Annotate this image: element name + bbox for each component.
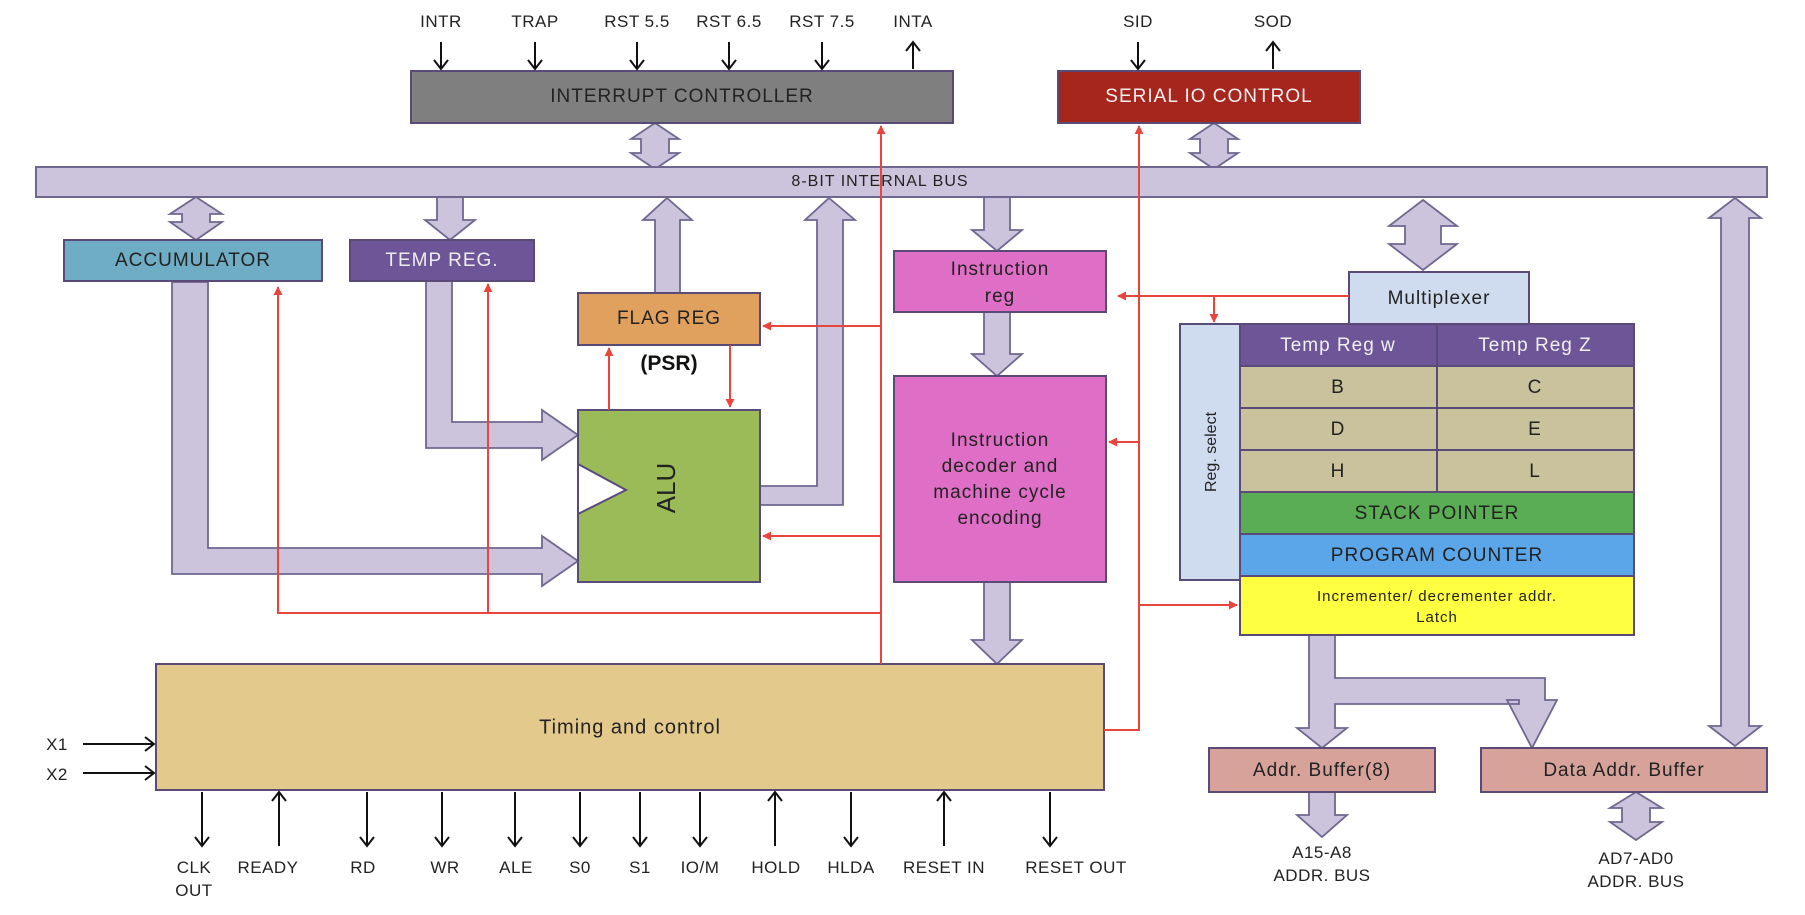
signal-rst55: RST 5.5 bbox=[604, 12, 670, 31]
timing-control-label: Timing and control bbox=[539, 716, 721, 738]
decoder-label-2: decoder and bbox=[942, 456, 1059, 477]
addr-bus-hi-label-2: ADDR. BUS bbox=[1273, 866, 1370, 885]
alu-label: ALU bbox=[651, 463, 681, 514]
reg-select bbox=[1179, 323, 1241, 581]
signal-clk-out-2: OUT bbox=[175, 881, 212, 900]
bus-arrow-multiplexer bbox=[1386, 198, 1460, 272]
temp-reg-z bbox=[1436, 323, 1635, 367]
bus-arrow-addr-lo bbox=[1606, 790, 1666, 842]
reg-d bbox=[1239, 407, 1438, 451]
serial-io-control-label: SERIAL IO CONTROL bbox=[1105, 86, 1312, 107]
signal-clk-out-1: CLK bbox=[177, 858, 212, 877]
bus-arrow-temp-reg-alu bbox=[425, 277, 580, 462]
instruction-decoder bbox=[893, 375, 1107, 583]
decoder-label-1: Instruction bbox=[951, 430, 1050, 451]
instruction-reg bbox=[893, 250, 1107, 313]
flag-reg bbox=[577, 292, 761, 346]
reg-d-label: D bbox=[1331, 419, 1346, 440]
bus-arrow-alu-output bbox=[759, 196, 858, 506]
reg-select-label: Reg. select bbox=[1203, 411, 1220, 492]
addr-bus-lo-label-2: ADDR. BUS bbox=[1587, 872, 1684, 891]
signal-trap: TRAP bbox=[511, 12, 558, 31]
signal-sid: SID bbox=[1123, 12, 1153, 31]
reg-h-label: H bbox=[1331, 461, 1346, 482]
bus-arrow-decoder-timing bbox=[969, 581, 1025, 666]
temp-reg-w-label: Temp Reg w bbox=[1280, 335, 1396, 356]
data-addr-buffer bbox=[1480, 747, 1768, 793]
signal-hlda: HLDA bbox=[827, 858, 875, 877]
serial-io-control bbox=[1057, 70, 1361, 124]
signal-sod: SOD bbox=[1254, 12, 1292, 31]
instruction-reg-label-2: reg bbox=[985, 286, 1015, 307]
temp-reg-z-label: Temp Reg Z bbox=[1478, 335, 1591, 356]
bus-arrow-temp-reg bbox=[422, 196, 478, 242]
flag-reg-label: FLAG REG bbox=[617, 308, 721, 329]
bus-arrow-interrupt bbox=[628, 121, 682, 171]
signal-rst65: RST 6.5 bbox=[696, 12, 762, 31]
bus-arrow-ir-decoder bbox=[969, 311, 1025, 378]
signal-s0: S0 bbox=[569, 858, 591, 877]
interrupt-controller-label: INTERRUPT CONTROLLER bbox=[550, 86, 814, 107]
interrupt-controller bbox=[410, 70, 954, 124]
addr-buffer-label: Addr. Buffer(8) bbox=[1253, 760, 1391, 781]
internal-bus-label: 8-BIT INTERNAL BUS bbox=[791, 173, 968, 190]
bus-arrows bbox=[166, 121, 1764, 842]
multiplexer-label: Multiplexer bbox=[1388, 288, 1491, 309]
signal-intr: INTR bbox=[420, 12, 462, 31]
accumulator-label: ACCUMULATOR bbox=[115, 250, 271, 271]
addr-bus-lo-label-1: AD7-AD0 bbox=[1598, 849, 1673, 868]
bus-arrow-latch-buffers bbox=[1294, 634, 1559, 750]
stack-pointer-label: STACK POINTER bbox=[1355, 503, 1520, 524]
signal-rst75: RST 7.5 bbox=[789, 12, 855, 31]
signal-reset-in: RESET IN bbox=[903, 858, 985, 877]
control-lines bbox=[273, 125, 1349, 731]
instruction-reg-label-1: Instruction bbox=[951, 259, 1050, 280]
internal-bus bbox=[35, 166, 1768, 198]
signal-pins bbox=[83, 40, 1281, 848]
signal-inta: INTA bbox=[893, 12, 933, 31]
incrementer-label-2: Latch bbox=[1416, 609, 1458, 626]
multiplexer bbox=[1348, 271, 1530, 325]
signal-x1: X1 bbox=[46, 735, 68, 754]
alu-input-notch bbox=[577, 462, 629, 516]
bus-arrow-addr-hi bbox=[1294, 791, 1350, 839]
bus-arrow-flag-reg bbox=[640, 196, 695, 294]
reg-h bbox=[1239, 449, 1438, 493]
addr-bus-hi-label-1: A15-A8 bbox=[1292, 843, 1352, 862]
stack-pointer bbox=[1239, 491, 1635, 535]
addr-buffer bbox=[1208, 747, 1436, 793]
program-counter-label: PROGRAM COUNTER bbox=[1331, 545, 1543, 566]
signal-s1: S1 bbox=[629, 858, 651, 877]
signal-io-m: IO/M bbox=[681, 858, 720, 877]
bus-arrow-data-buffer bbox=[1706, 196, 1764, 748]
signal-rd: RD bbox=[350, 858, 376, 877]
decoder-label-3: machine cycle bbox=[933, 482, 1066, 503]
reg-l bbox=[1436, 449, 1635, 493]
temp-reg bbox=[349, 239, 535, 282]
incrementer-label-1: Incrementer/ decrementer addr. bbox=[1317, 588, 1557, 605]
reg-l-label: L bbox=[1529, 461, 1541, 482]
temp-reg-label: TEMP REG. bbox=[385, 250, 498, 271]
decoder-label-4: encoding bbox=[957, 508, 1042, 529]
bus-arrow-accumulator bbox=[166, 195, 226, 242]
bus-arrow-instruction-reg bbox=[969, 196, 1025, 253]
accumulator bbox=[63, 239, 323, 282]
reg-e-label: E bbox=[1528, 419, 1542, 440]
signal-hold: HOLD bbox=[751, 858, 800, 877]
signal-x2: X2 bbox=[46, 765, 68, 784]
signal-wr: WR bbox=[430, 858, 459, 877]
incrementer-latch bbox=[1239, 575, 1635, 636]
reg-b-label: B bbox=[1331, 377, 1345, 398]
reg-c-label: C bbox=[1528, 377, 1543, 398]
signal-ale: ALE bbox=[499, 858, 533, 877]
bus-arrow-accumulator-alu bbox=[171, 281, 580, 588]
signal-reset-out: RESET OUT bbox=[1025, 858, 1126, 877]
bus-arrow-serial bbox=[1187, 121, 1241, 171]
psr-label: (PSR) bbox=[640, 352, 697, 375]
data-addr-buffer-label: Data Addr. Buffer bbox=[1543, 760, 1704, 781]
signal-ready: READY bbox=[237, 858, 298, 877]
temp-reg-w bbox=[1239, 323, 1438, 367]
timing-control bbox=[155, 663, 1105, 791]
